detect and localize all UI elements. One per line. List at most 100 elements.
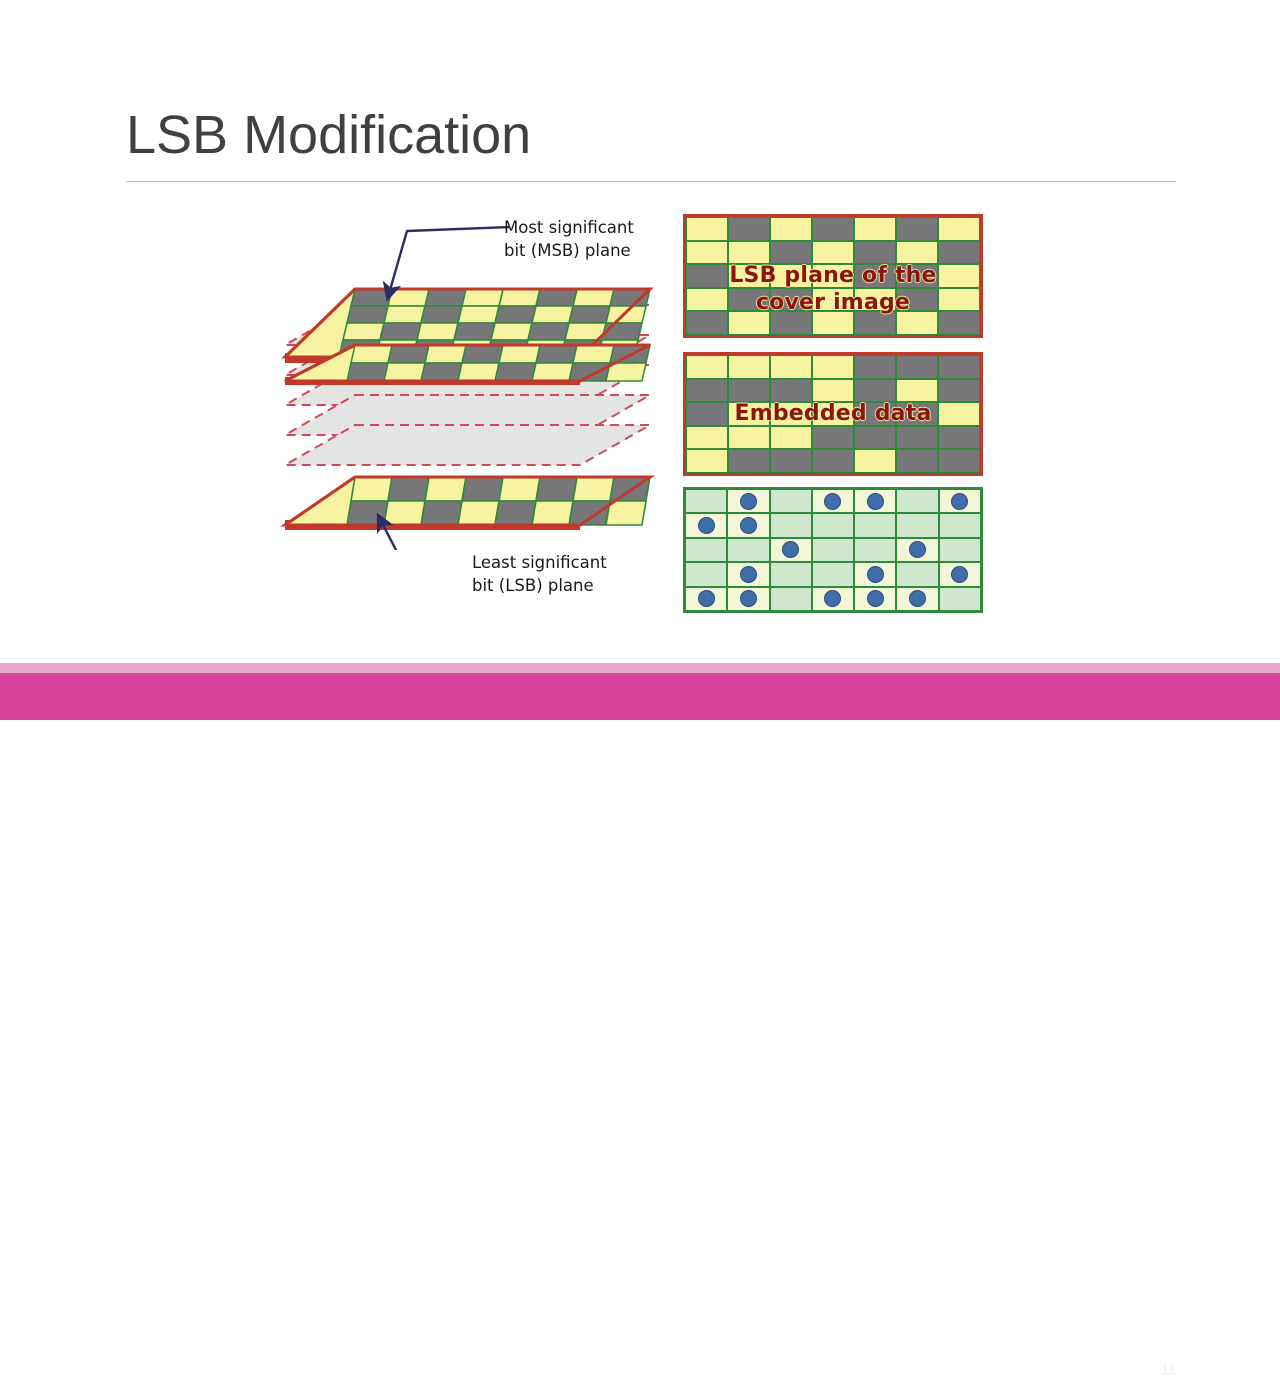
lsb-callout-line2: bit (LSB) plane — [472, 576, 594, 595]
grid-cell — [728, 425, 770, 450]
slide-number: 11 — [1161, 1362, 1176, 1377]
grid-cell — [686, 402, 728, 426]
lsb-plane — [280, 475, 655, 530]
grid-cell — [812, 264, 854, 288]
bitplane-stack-illustration — [275, 205, 675, 550]
title-divider — [126, 181, 1176, 182]
grid-cell — [938, 264, 980, 288]
grid-cell-marked — [769, 537, 812, 563]
grid-cell — [686, 449, 728, 473]
dot-marker-icon — [697, 590, 715, 608]
grid-cell — [686, 287, 728, 312]
grid-cell-marked — [727, 513, 770, 538]
grid-cell — [938, 217, 980, 241]
grid-cell — [854, 287, 896, 312]
grid-cell — [896, 287, 938, 312]
grid-cell — [938, 402, 980, 426]
embedded-data-grid: Embedded data — [683, 352, 983, 476]
grid-cell — [896, 378, 938, 403]
dot-marker-icon — [951, 492, 969, 510]
grid-cell — [728, 355, 770, 379]
grid-cell — [686, 217, 728, 241]
grid-cell — [727, 537, 770, 563]
dot-marker-icon — [909, 590, 927, 608]
grid-cell — [854, 311, 896, 335]
dot-marker-icon — [866, 590, 884, 608]
dot-marker-icon — [951, 565, 969, 583]
grid-cell — [812, 355, 854, 379]
grid-cell-marked — [727, 586, 770, 611]
grid-cell — [938, 355, 980, 379]
grid-cell — [770, 402, 812, 426]
grid-cell — [770, 311, 812, 335]
grid-cell — [686, 378, 728, 403]
grid-cell — [811, 562, 855, 587]
grid-cell-marked — [727, 562, 770, 587]
grid-cell-marked — [896, 537, 939, 563]
dot-marker-icon — [739, 565, 757, 583]
grid-cell — [896, 489, 939, 514]
footer-accent-strip — [0, 663, 1280, 673]
grid-cell — [811, 513, 855, 538]
grid-cell — [770, 355, 812, 379]
dot-marker-icon — [824, 492, 842, 510]
grid-cell — [728, 217, 770, 241]
grid-cell-marked — [854, 489, 897, 514]
grid-cell — [685, 562, 728, 587]
grid-cell — [812, 425, 854, 450]
stego-result-grid — [683, 487, 983, 613]
grid-cell — [728, 449, 770, 473]
grid-cell-marked — [938, 489, 981, 514]
second-bitplane — [284, 343, 651, 385]
grid-cell — [685, 537, 728, 563]
grid-cell — [728, 287, 770, 312]
dot-marker-icon — [782, 541, 800, 559]
grid-cell — [770, 425, 812, 450]
grid-cell — [896, 425, 938, 450]
grid-cell — [811, 537, 855, 563]
grid-cell — [896, 449, 938, 473]
grid-cell — [728, 311, 770, 335]
grid-cell-marked — [727, 489, 770, 514]
grid-cell — [938, 287, 980, 312]
grid-cell — [938, 513, 981, 538]
grid-cell — [896, 311, 938, 335]
grid-cell — [854, 449, 896, 473]
grid-cell — [770, 287, 812, 312]
grid-cell — [854, 217, 896, 241]
dot-marker-icon — [824, 590, 842, 608]
grid-cell-marked — [896, 586, 939, 611]
grid-cell — [686, 311, 728, 335]
grid-cell-marked — [854, 586, 897, 611]
grid-cell — [686, 264, 728, 288]
grid-cell — [812, 378, 854, 403]
grid-cell — [812, 311, 854, 335]
grid-cell — [728, 378, 770, 403]
grid-cell — [812, 287, 854, 312]
grid-cell — [896, 264, 938, 288]
grid-cell — [938, 449, 980, 473]
grid-cell — [938, 240, 980, 265]
grid-cell-marked — [811, 489, 855, 514]
grid-cell — [686, 355, 728, 379]
lsb-leader-arrow — [376, 512, 398, 550]
msb-callout-line2: bit (MSB) plane — [504, 241, 631, 260]
grid-cell-marked — [811, 586, 855, 611]
grid-cell — [896, 355, 938, 379]
grid-cell — [770, 449, 812, 473]
footer-bar: 11 — [0, 673, 1280, 1377]
grid-cell — [896, 562, 939, 587]
grid-cell — [812, 449, 854, 473]
grid-cell — [938, 425, 980, 450]
bitplane-stack-svg — [280, 225, 655, 550]
grid-cell — [686, 425, 728, 450]
dot-marker-icon — [909, 541, 927, 559]
slide-canvas: LSB Modification — [0, 105, 1280, 1377]
grid-cell — [896, 402, 938, 426]
grid-cell — [854, 355, 896, 379]
grid-cell — [896, 513, 939, 538]
grid-cell — [686, 240, 728, 265]
msb-callout-line1: Most significant — [504, 218, 634, 237]
grid-cell — [854, 378, 896, 403]
grid-cell — [770, 378, 812, 403]
